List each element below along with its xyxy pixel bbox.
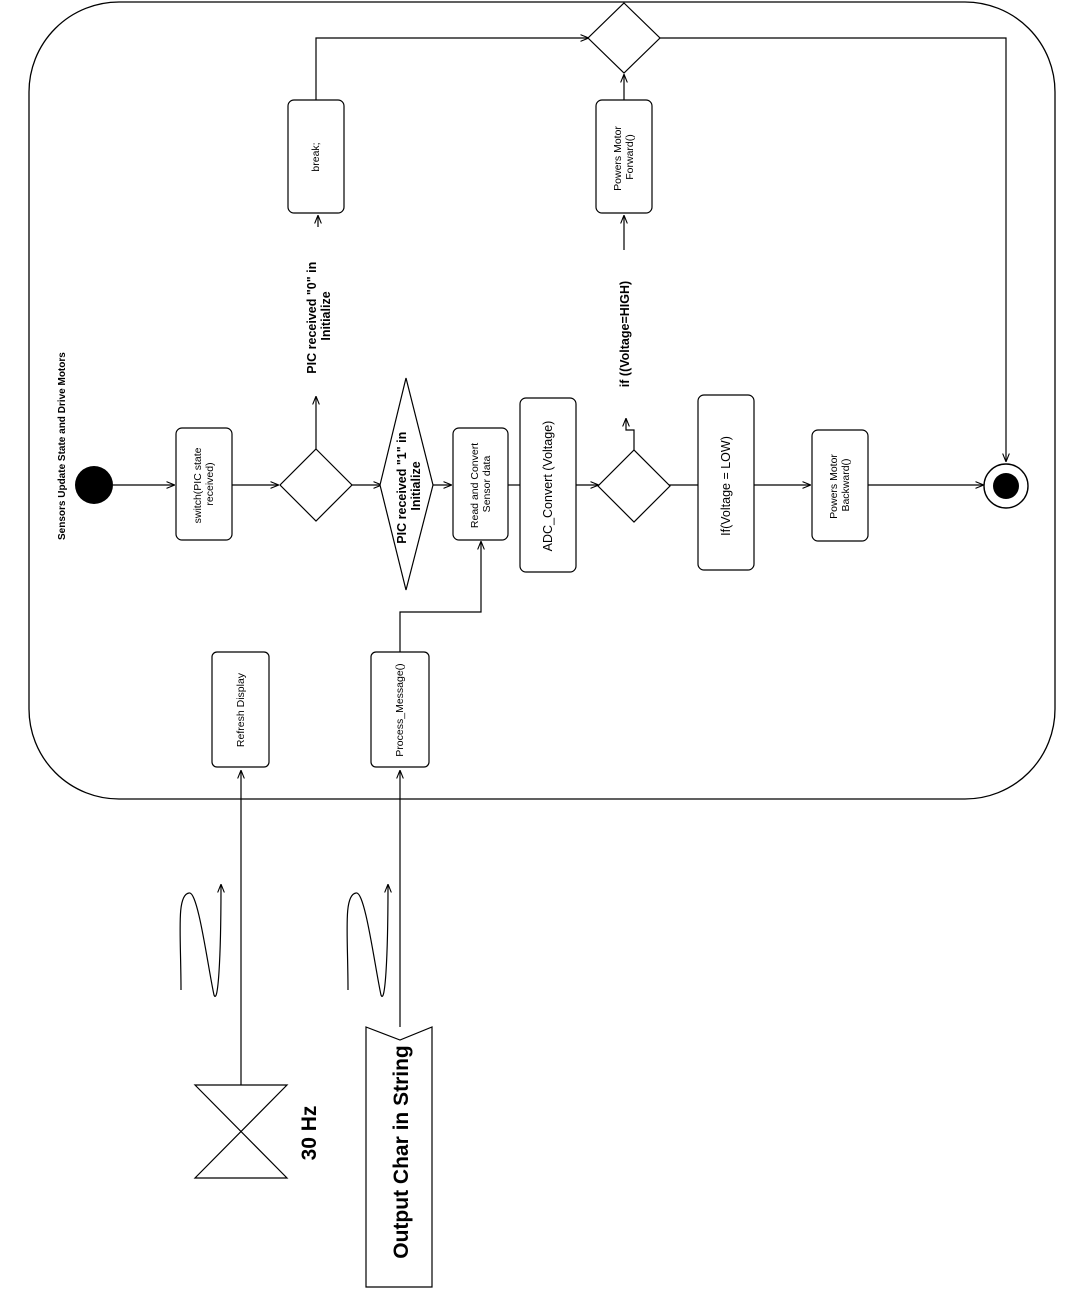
activity-region (28, 1, 1056, 800)
if-low-label: If(Voltage = LOW) (719, 436, 733, 536)
diagram-title: Sensors Update State and Drive Motors (57, 352, 68, 540)
decision-diamond-voltage (597, 449, 671, 523)
guard-if-high-label: if ((Voltage=HIGH) (618, 281, 632, 387)
interrupt-zigzag-timer (179, 885, 221, 997)
guard-received-1-diamond (379, 377, 434, 591)
refresh-display-action (211, 651, 270, 768)
switch-action (175, 427, 233, 541)
final-node-core (993, 473, 1019, 499)
timer-label: 30 Hz (298, 1106, 321, 1161)
initial-node (75, 466, 113, 504)
powers-forward-action (595, 99, 653, 214)
guard-received-1-label: PIC received "1" in Initialize (395, 428, 423, 543)
adc-convert-label: ADC_Convert (Voltage) (541, 421, 555, 552)
break-action (287, 99, 345, 214)
decision-diamond-state (279, 448, 353, 522)
switch-action-label: switch(PIC state received) (192, 445, 216, 524)
timer-hourglass-icon (193, 1084, 289, 1179)
break-label: break; (310, 142, 322, 171)
output-char-signal (365, 1026, 433, 1288)
read-convert-action (452, 427, 509, 541)
powers-backward-action (811, 429, 869, 542)
interrupt-zigzag-message (346, 885, 388, 997)
powers-backward-label: Powers Motor Backward() (828, 451, 852, 519)
if-low-action (697, 394, 755, 571)
process-message-action (370, 651, 430, 768)
adc-convert-action (519, 397, 577, 573)
refresh-display-label: Refresh Display (235, 672, 247, 747)
process-message-label: Process_Message() (394, 663, 406, 756)
output-char-label: Output Char in String (390, 1045, 413, 1258)
guard-received-0-label: PIC received "0" in Initialize (305, 258, 333, 373)
read-convert-label: Read and Convert Sensor data (469, 440, 493, 528)
merge-diamond (587, 2, 661, 74)
powers-forward-label: Powers Motor Forward() (612, 123, 636, 191)
